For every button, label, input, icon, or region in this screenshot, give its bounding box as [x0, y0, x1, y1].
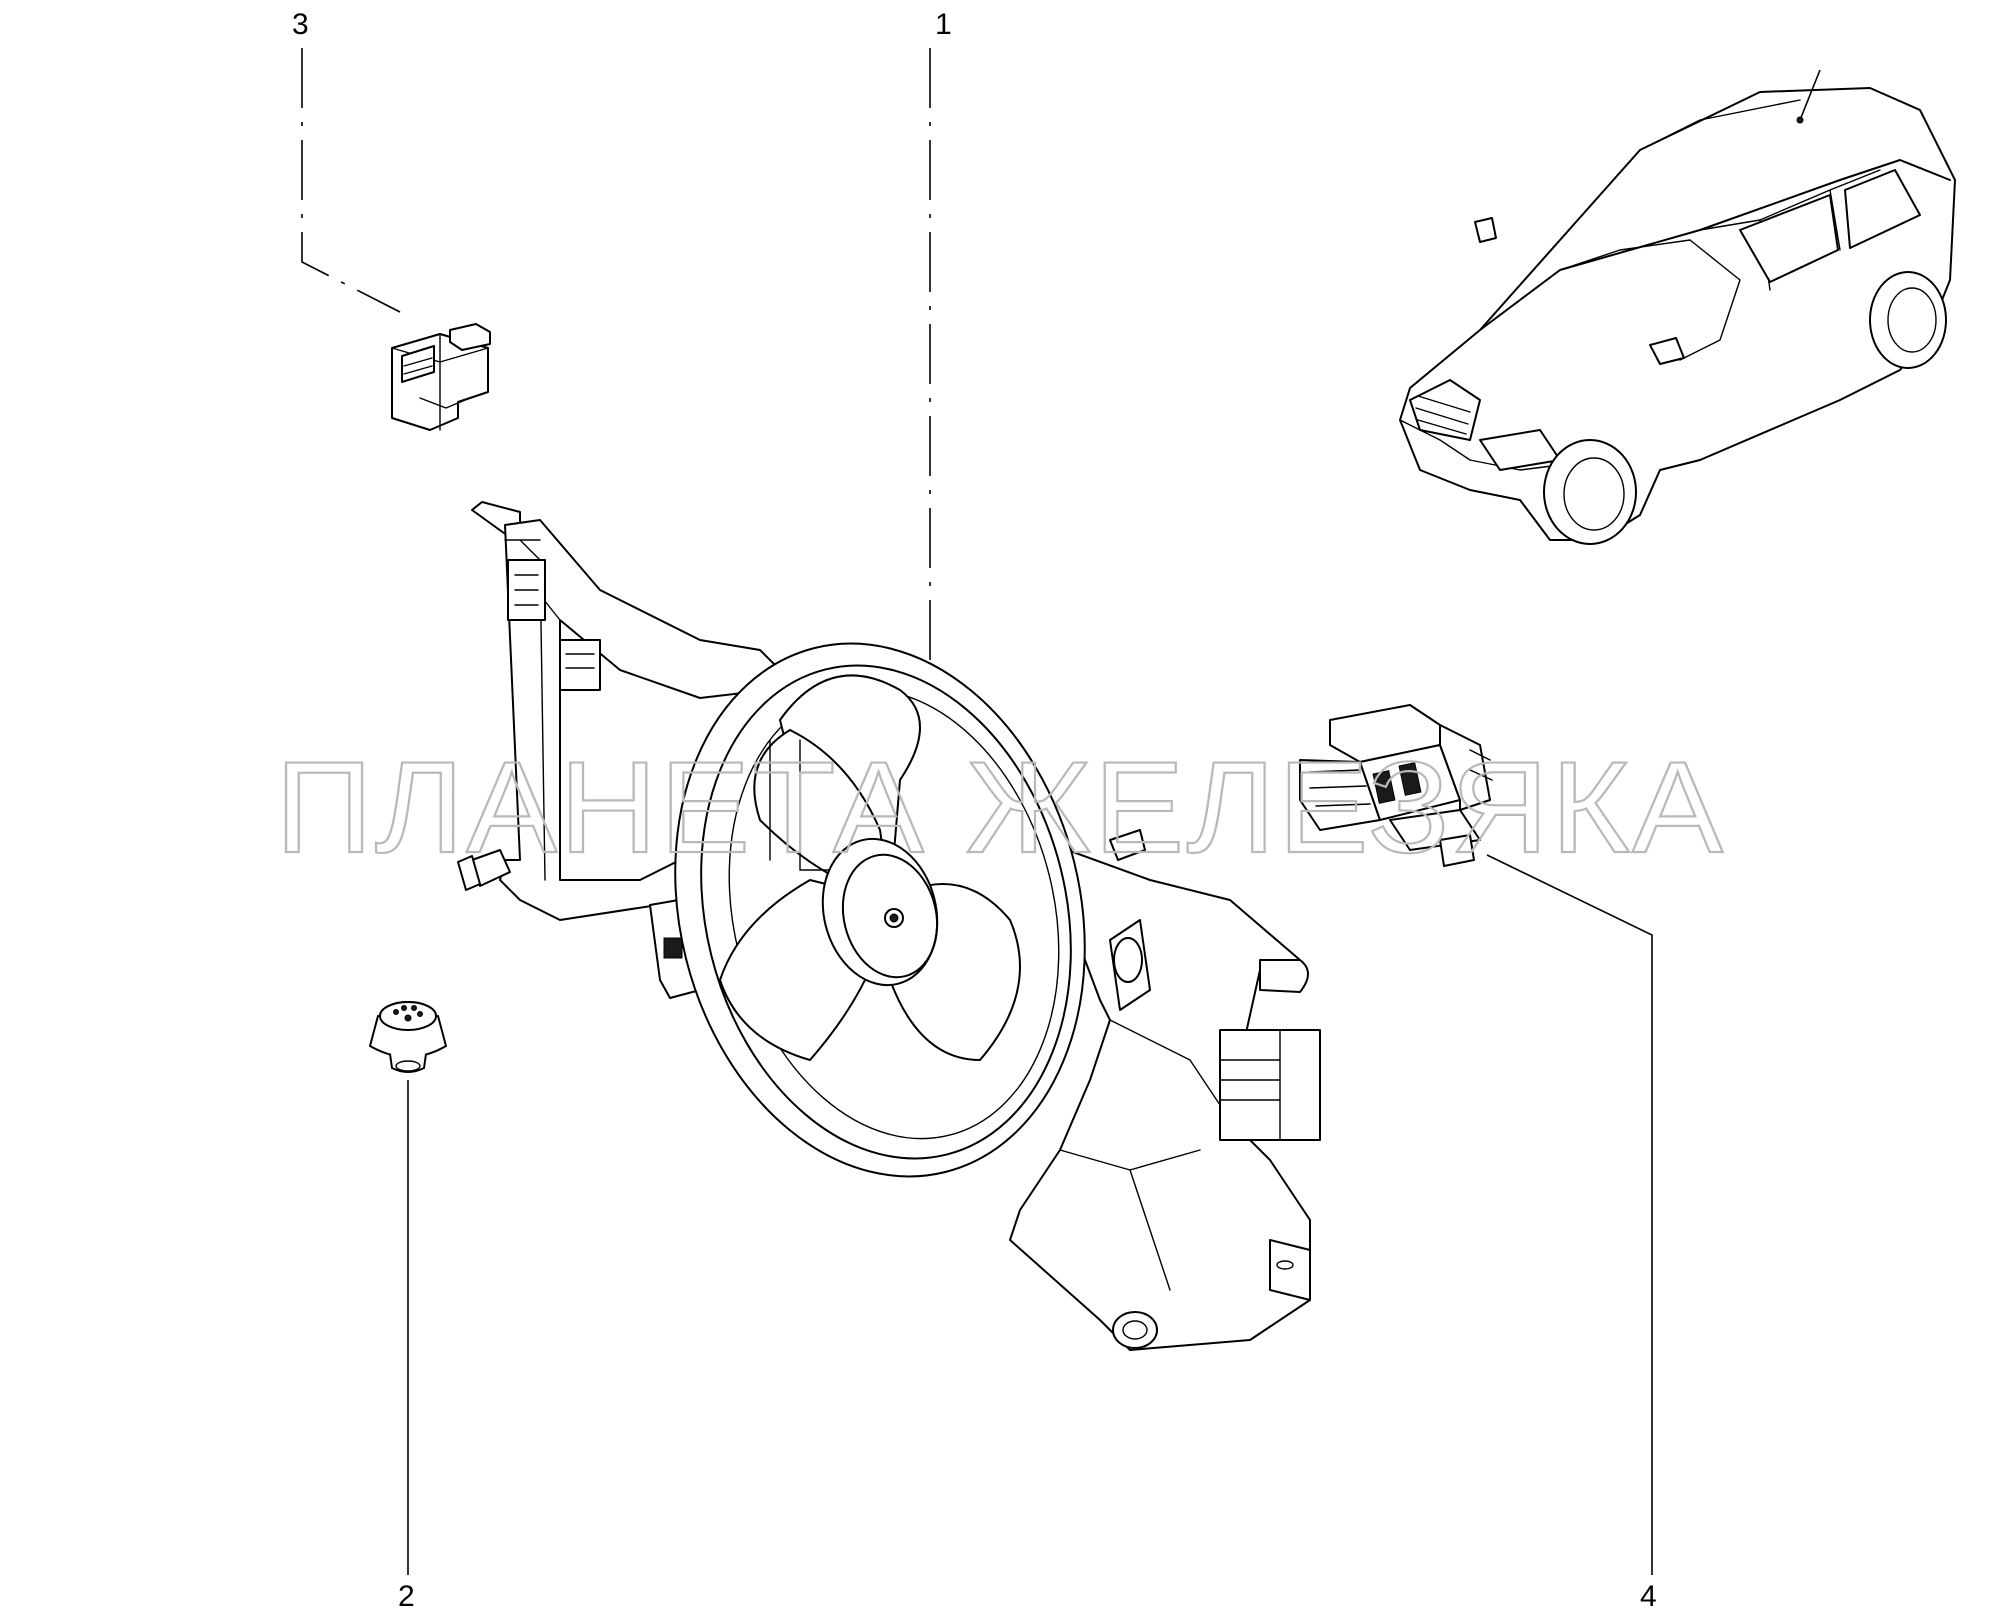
callout-4-label: 4 [1640, 1580, 1657, 1613]
callout-3[interactable]: 3 [292, 8, 401, 313]
bushing-part [369, 1001, 447, 1073]
callout-4[interactable]: 4 [1486, 854, 1657, 1613]
reference-car [1399, 69, 1956, 545]
callout-2[interactable]: 2 [398, 1080, 415, 1613]
clip-part [391, 323, 491, 431]
callout-2-label: 2 [398, 1580, 415, 1613]
callout-1[interactable]: 1 [929, 8, 952, 665]
callout-3-label: 3 [292, 8, 309, 41]
fan-assembly [457, 501, 1321, 1351]
callout-1-label: 1 [935, 8, 952, 41]
callout-4-leader [1486, 854, 1653, 1575]
watermark-text: ПЛАНЕТА ЖЕЛЕЗЯКА [275, 734, 1725, 880]
resistor-part [1299, 704, 1493, 867]
callout-3-leader [301, 48, 401, 313]
